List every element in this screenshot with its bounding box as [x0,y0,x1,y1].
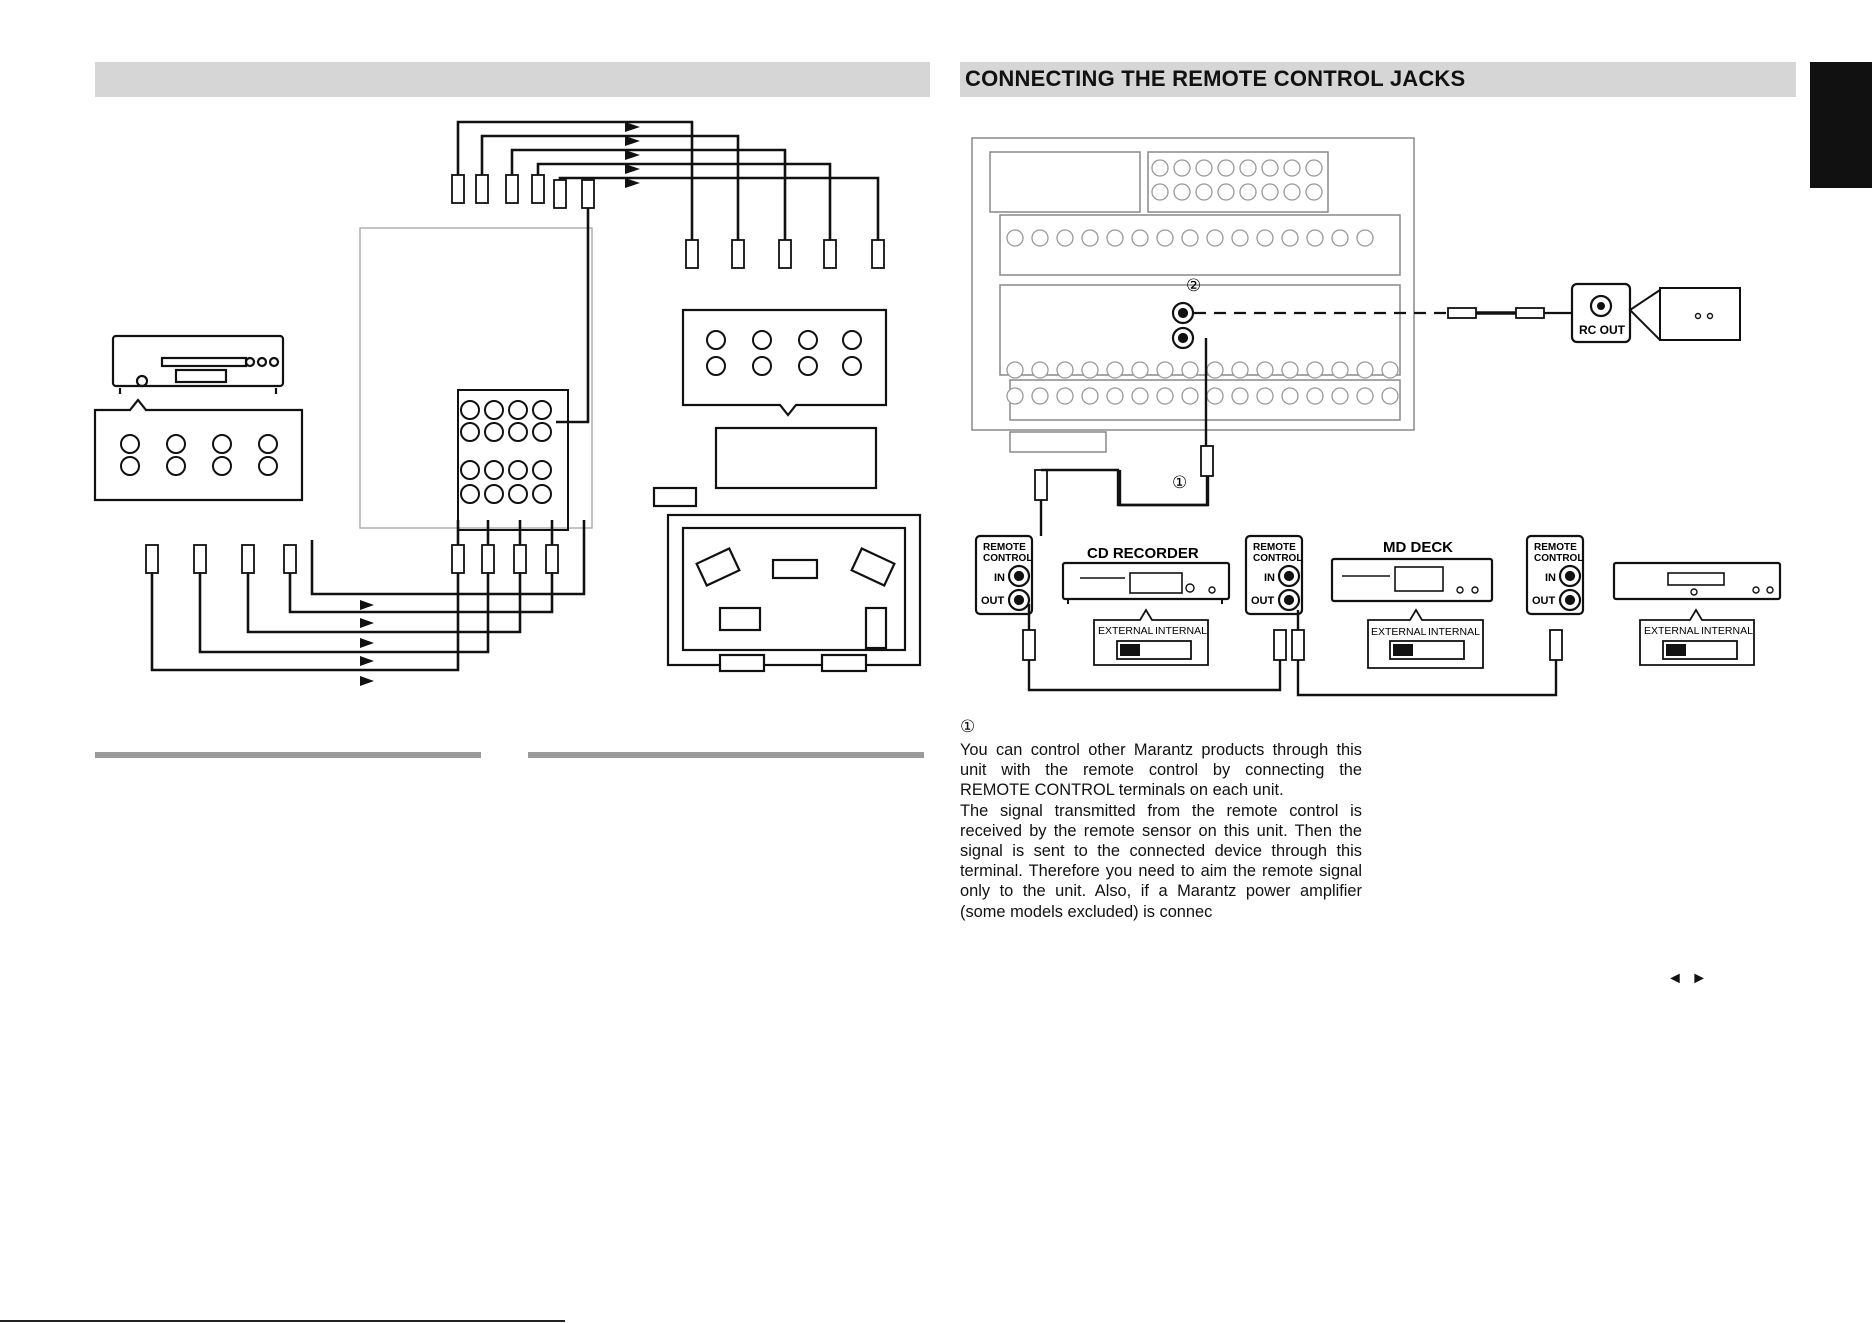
remote-label-3: REMOTE [1534,542,1577,553]
paragraph-2: The signal transmitted from the remote c… [960,801,1362,921]
in-label-3: IN [1545,572,1556,584]
control-label-3: CONTROL [1534,553,1583,564]
subsection-rule-left [95,752,481,758]
out-label-3: OUT [1532,595,1556,607]
right-section-header-bar [960,62,1796,97]
section-title: CONNECTING THE REMOTE CONTROL JACKS [965,66,1466,91]
body-text: ① You can control other Marantz products… [960,714,1362,922]
switch-external-label-2: EXTERNAL [1371,626,1427,638]
remote-label-2: REMOTE [1253,542,1296,553]
language-tab [1810,62,1872,188]
remote-control-diagram: ② ① RC OUT REMOTE CONTROL IN OUT REMOTE … [971,137,1782,697]
switch-external-label-3: EXTERNAL [1644,625,1700,637]
switch-internal-label-2: INTERNAL [1428,626,1480,638]
marker-one-label: ① [1172,473,1187,493]
footer-rule [0,1320,565,1322]
in-label-2: IN [1264,572,1275,584]
switch-internal-label-3: INTERNAL [1701,625,1753,637]
remote-label-1: REMOTE [983,542,1026,553]
audio-connection-diagram [93,120,922,686]
out-label-2: OUT [1251,595,1275,607]
cd-recorder-label: CD RECORDER [1087,545,1199,562]
switch-internal-label-1: INTERNAL [1155,625,1207,637]
marker-two-label: ② [1186,276,1201,296]
control-label-2: CONTROL [1253,553,1302,564]
subsection-rule-right [528,752,924,758]
switch-external-label-1: EXTERNAL [1098,625,1154,637]
paragraph-1: You can control other Marantz products t… [960,741,1362,800]
left-section-header-bar [95,62,930,97]
md-deck-label: MD DECK [1383,539,1453,556]
page-nav-arrows[interactable]: ◄ ► [1667,970,1710,987]
text-marker: ① [960,717,976,736]
in-label-1: IN [994,572,1005,584]
rc-out-label: RC OUT [1579,323,1626,337]
control-label-1: CONTROL [983,553,1032,564]
out-label-1: OUT [981,595,1005,607]
